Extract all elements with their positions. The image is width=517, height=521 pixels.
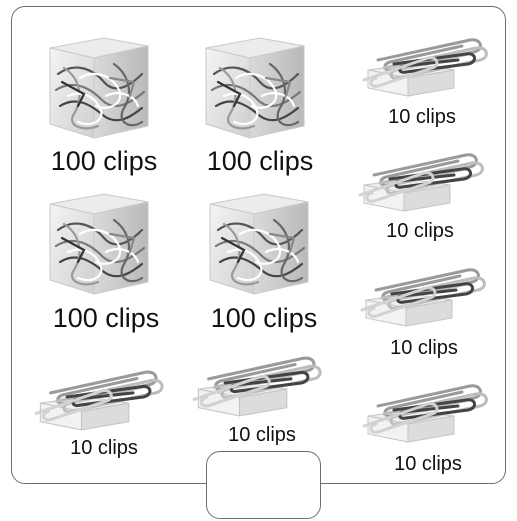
clip-box-100-1 <box>44 34 154 144</box>
clip-label-10-3: 10 clips <box>390 337 458 359</box>
paperclip-pack-icon <box>358 153 484 213</box>
paperclip-pack-icon <box>34 370 164 432</box>
paperclip-pack-icon <box>362 38 488 98</box>
paperclip-cube-icon <box>204 36 306 140</box>
clip-box-100-2 <box>200 34 310 144</box>
clip-label-100-4: 100 clips <box>210 303 318 333</box>
clip-label-10-1: 10 clips <box>388 106 456 128</box>
clip-pack-10-2 <box>354 145 490 215</box>
clip-pack-10-5 <box>30 362 170 434</box>
clip-pack-10-3 <box>356 260 492 330</box>
paperclip-cube-icon <box>208 192 310 296</box>
paperclip-cube-icon <box>48 192 150 296</box>
clip-label-10-5: 10 clips <box>70 437 138 459</box>
clip-pack-10-4 <box>358 376 494 446</box>
clip-label-10-4: 10 clips <box>394 453 462 475</box>
clip-label-100-1: 100 clips <box>50 146 158 176</box>
paperclip-cube-icon <box>48 36 150 140</box>
clip-label-10-2: 10 clips <box>386 220 454 242</box>
clip-label-100-3: 100 clips <box>52 303 160 333</box>
paperclip-pack-icon <box>360 268 486 328</box>
clip-pack-10-6 <box>188 348 328 420</box>
clip-box-100-3 <box>44 190 154 300</box>
paperclip-pack-icon <box>362 384 488 444</box>
clip-label-100-2: 100 clips <box>206 146 314 176</box>
answer-input-box[interactable] <box>206 451 321 519</box>
clip-label-10-6: 10 clips <box>228 424 296 446</box>
clip-box-100-4 <box>204 190 314 300</box>
clip-pack-10-1 <box>358 30 494 100</box>
paperclip-pack-icon <box>192 356 322 418</box>
